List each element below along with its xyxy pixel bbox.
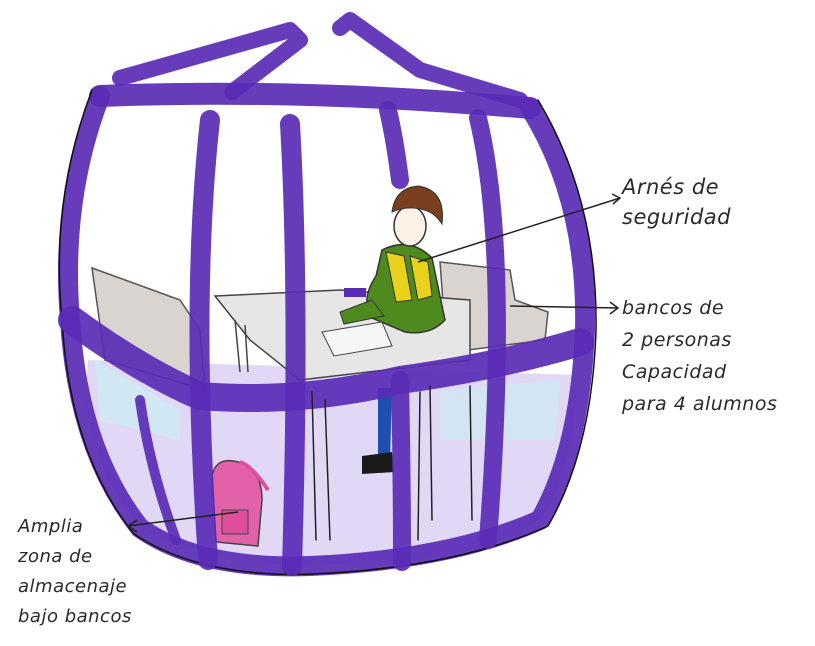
annotation-line: Capacidad — [622, 361, 727, 383]
table-leg — [234, 319, 241, 373]
annotation-line: seguridad — [622, 205, 731, 229]
pillar — [135, 395, 181, 545]
annotation-line: zona de — [18, 546, 93, 567]
benches-arrowhead — [609, 301, 620, 315]
notebook — [321, 321, 393, 357]
harness-arrow — [417, 197, 621, 263]
annotation-line: bancos de — [622, 297, 725, 319]
student-face — [393, 205, 427, 247]
benches-annotation: bancos de 2 personas Capacidad para 4 al… — [622, 292, 777, 420]
harness-vest — [385, 251, 413, 303]
annotation-line: para 4 alumnos — [622, 393, 778, 415]
table-leg — [244, 324, 249, 373]
roof-fin-left — [112, 22, 308, 100]
roof-fin-right — [332, 12, 528, 108]
student-shoe — [362, 452, 394, 474]
harness-annotation: Arnés de seguridad — [622, 172, 731, 232]
annotation-line: almacenaje — [18, 576, 128, 597]
student-arm — [339, 299, 385, 325]
cabin-frame — [58, 12, 597, 577]
student-hair — [391, 185, 443, 226]
top-ring — [89, 82, 541, 119]
arrow-icon — [126, 193, 622, 533]
storage-annotation: Amplia zona de almacenaje bajo bancos — [18, 512, 132, 632]
pencil-case — [344, 288, 366, 297]
pillar — [391, 371, 411, 571]
harness-arrowhead — [611, 193, 622, 205]
annotation-line: Arnés de — [622, 175, 720, 199]
student-pants — [378, 388, 392, 462]
pillar — [280, 114, 306, 576]
storage-arrowhead — [126, 519, 138, 533]
benches-arrow — [509, 305, 619, 309]
pillar — [379, 101, 409, 189]
pillar — [189, 110, 220, 570]
storage-arrow — [127, 511, 239, 527]
annotation-line: 2 personas — [622, 329, 732, 351]
annotation-line: Amplia — [18, 516, 84, 537]
student-figure — [321, 185, 446, 474]
annotation-line: bajo bancos — [18, 606, 132, 627]
backpack-strap — [239, 460, 270, 492]
door-frame — [311, 391, 421, 541]
pillar — [469, 109, 506, 549]
door-frame — [429, 385, 473, 521]
